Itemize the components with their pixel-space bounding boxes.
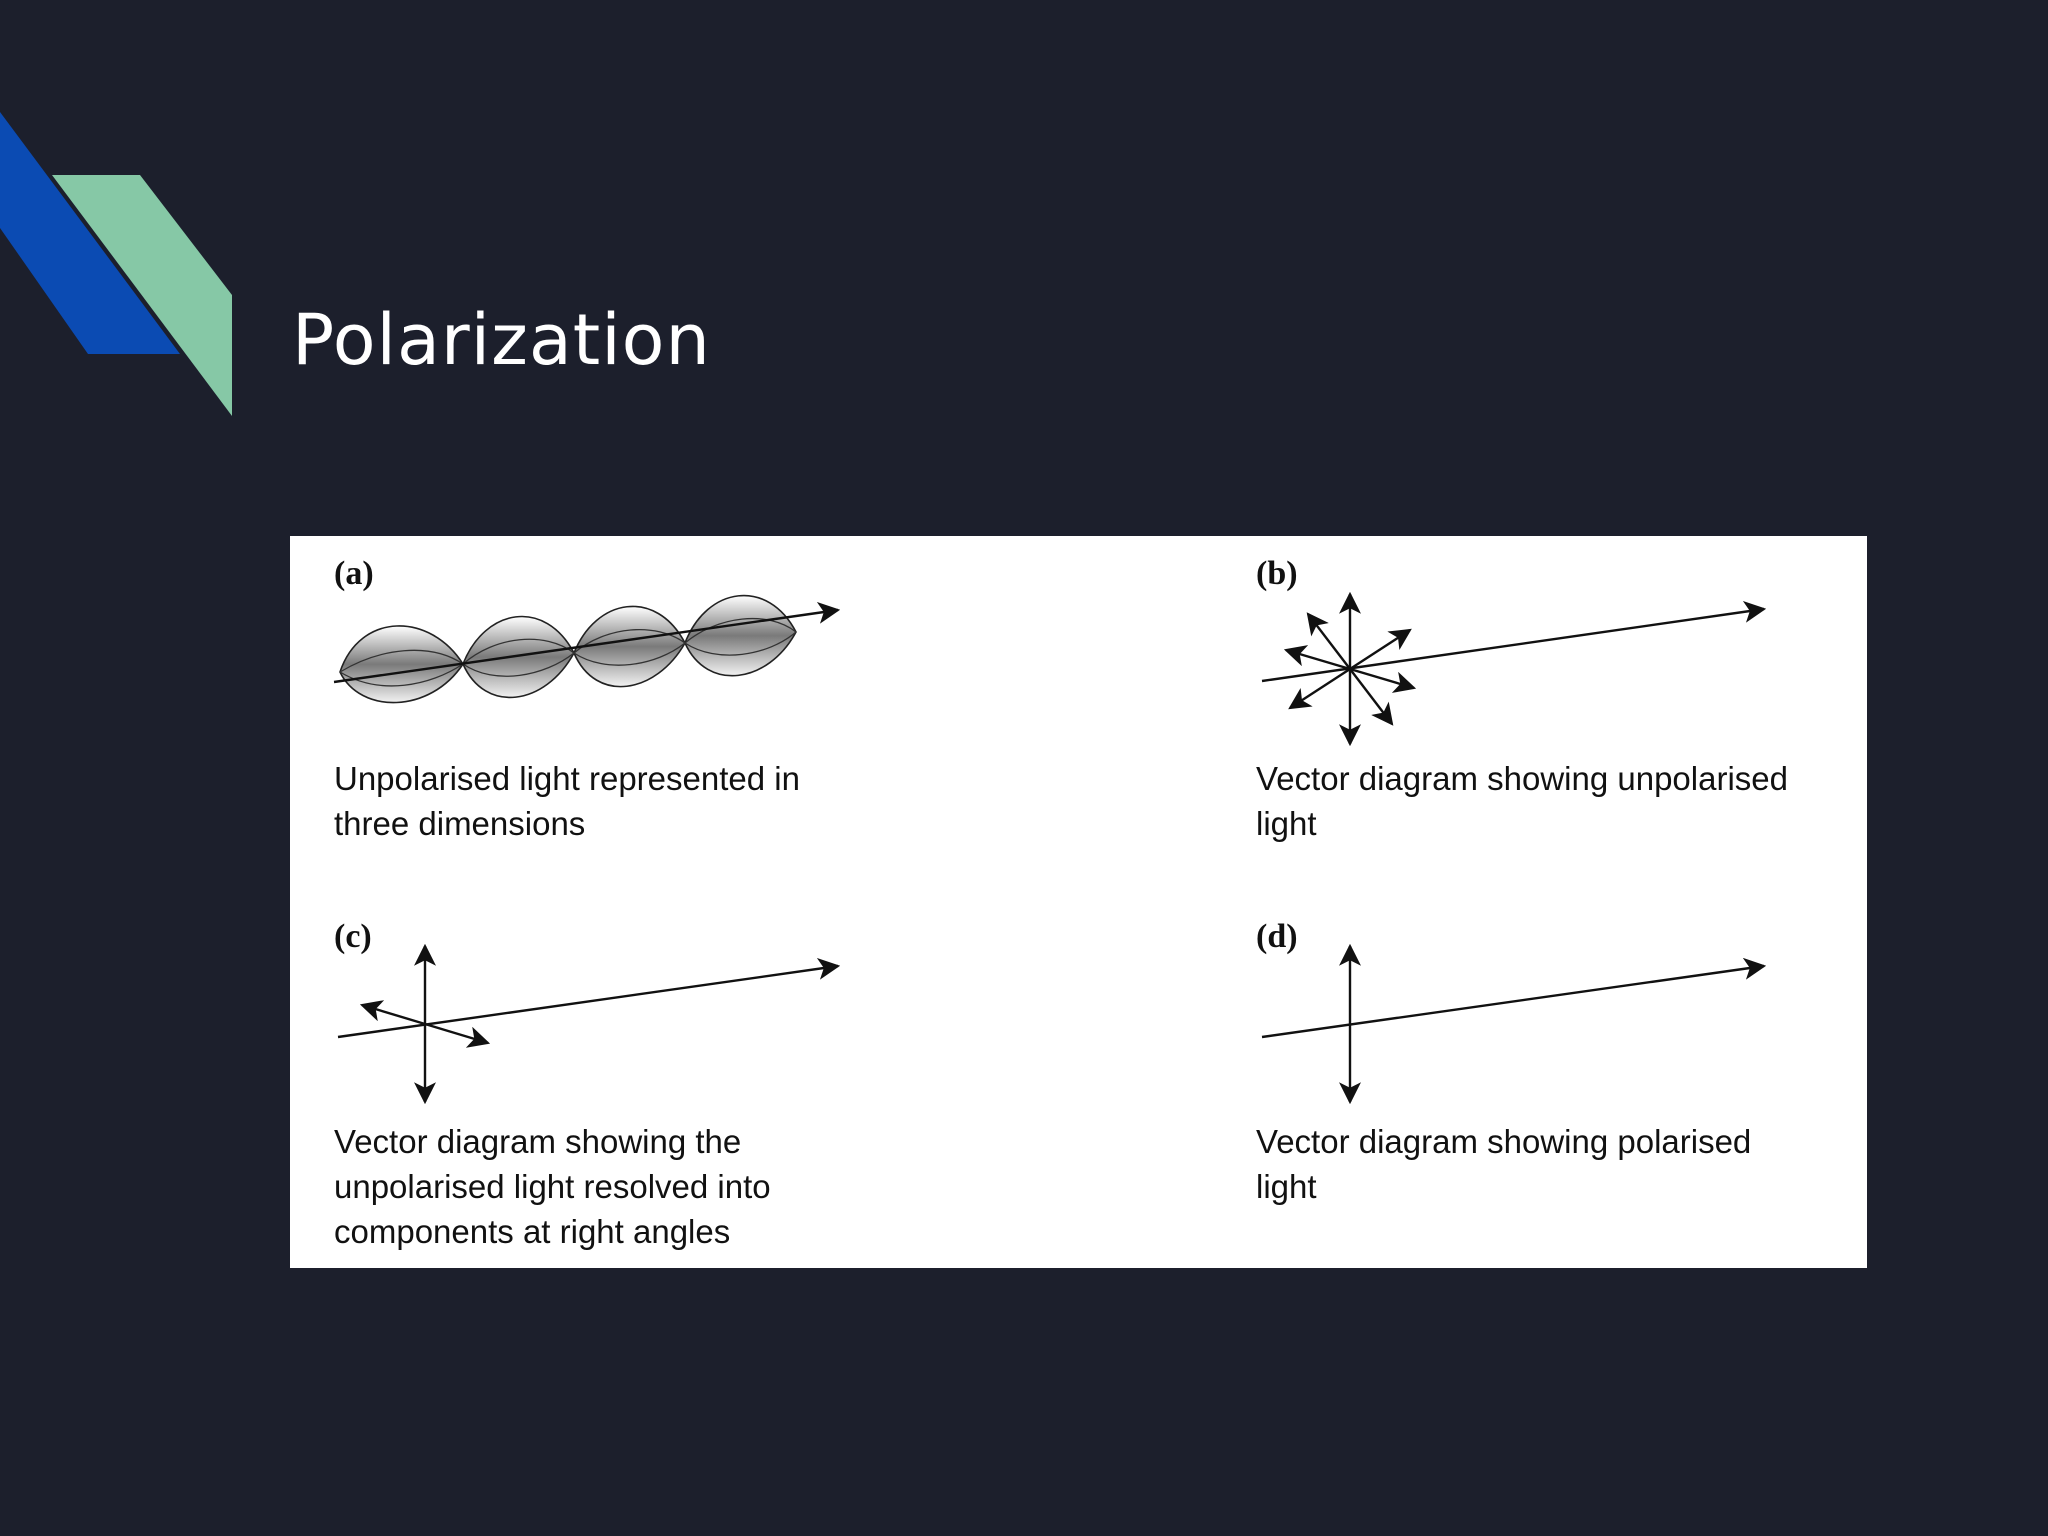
panel-d: (d) Vector diagram showing polarised lig… [1256,918,1767,1205]
polarization-figure: (a) Unpolarised light represented in thr… [290,536,1867,1268]
unpolarised-wave-3d [333,594,841,704]
panel-d-caption-line-2: light [1256,1168,1317,1205]
panel-d-caption-line-1: Vector diagram showing polarised [1256,1123,1751,1160]
propagation-arrow-b [1261,600,1767,683]
panel-c: (c) Vector diagram showing the unpolaris… [334,918,841,1250]
blue-accent-stripe [0,112,180,354]
resolved-components-vectors [337,943,841,1105]
panel-a-caption-line-2: three dimensions [334,805,585,842]
polarised-vectors [1261,943,1767,1105]
figure-drawing: (a) Unpolarised light represented in thr… [333,555,1788,1250]
unpolarised-vector-star [1261,591,1767,747]
panel-b-caption-line-2: light [1256,805,1317,842]
panel-d-label: (d) [1256,918,1298,955]
green-accent-stripe [52,175,232,416]
propagation-arrow-d [1261,957,1767,1039]
panel-a-label: (a) [334,555,374,592]
panel-a-caption-line-1: Unpolarised light represented in [334,760,800,797]
panel-a: (a) Unpolarised light represented in thr… [333,555,841,842]
slide-accent-decoration [0,112,232,416]
panel-b-label: (b) [1256,555,1298,592]
panel-c-caption-line-2: unpolarised light resolved into [334,1168,771,1205]
panel-c-caption-line-3: components at right angles [334,1213,730,1250]
propagation-arrow-a [333,601,841,684]
propagation-arrow-c [337,957,841,1039]
panel-b-caption-line-1: Vector diagram showing unpolarised [1256,760,1788,797]
panel-c-label: (c) [334,918,372,955]
slide-title: Polarization [292,299,711,381]
panel-b: (b) Vector diagram showing unpolarised l… [1256,555,1788,842]
panel-c-caption-line-1: Vector diagram showing the [334,1123,741,1160]
